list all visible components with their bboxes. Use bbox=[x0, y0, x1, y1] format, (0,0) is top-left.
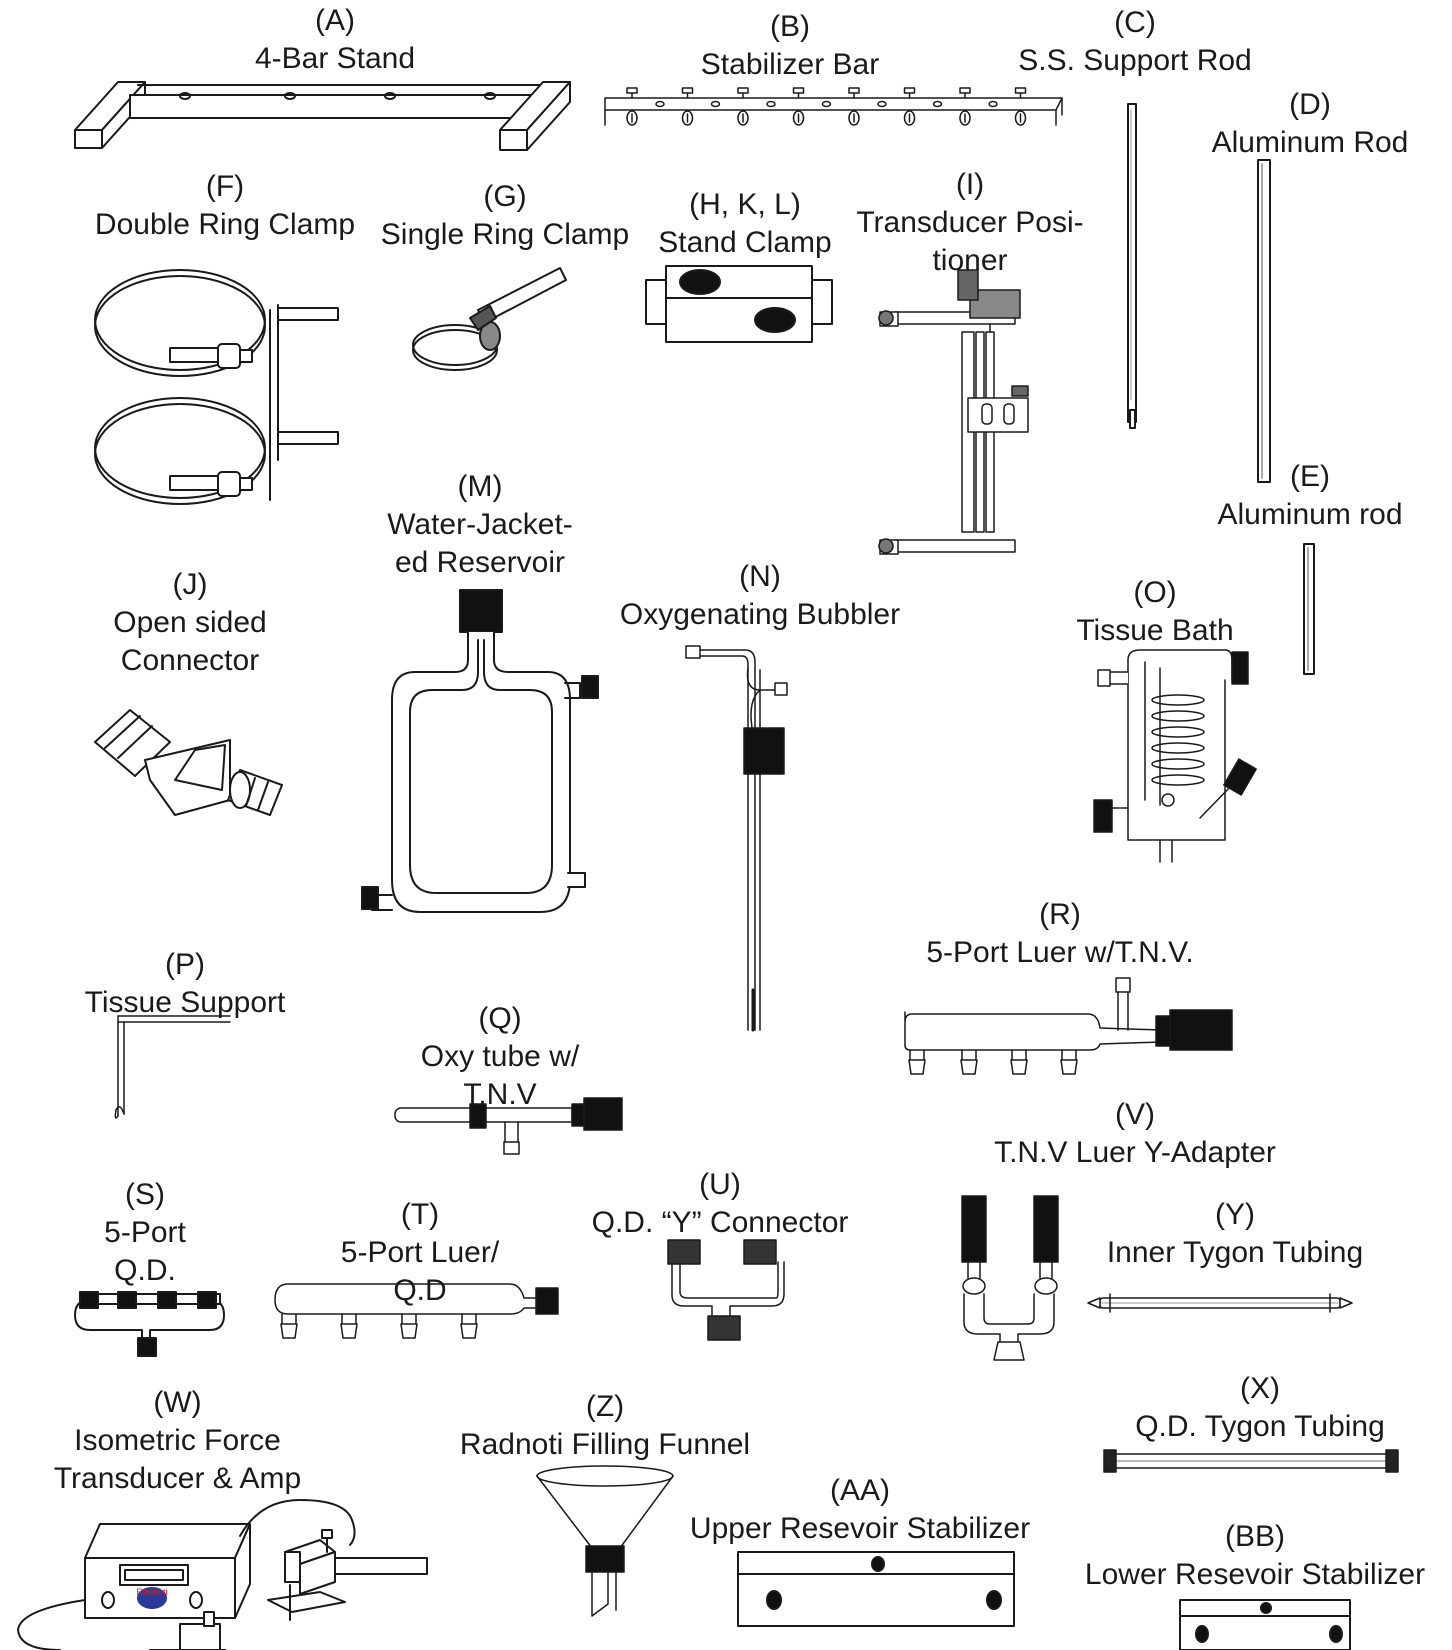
qd-y-connector-illustration bbox=[668, 1240, 784, 1340]
inner-tygon-tubing-illustration bbox=[1088, 1294, 1352, 1312]
label-a: (A)4-Bar Stand bbox=[254, 4, 416, 75]
tissue-support-illustration bbox=[115, 1016, 230, 1118]
qd-tygon-tubing-illustration bbox=[1104, 1450, 1398, 1472]
label-i: (I)Transducer Posi-tioner bbox=[856, 168, 1084, 277]
label-o: (O)Tissue Bath bbox=[1076, 576, 1234, 647]
ss-support-rod-illustration bbox=[1128, 104, 1136, 428]
oxygenating-bubbler-illustration bbox=[686, 646, 787, 1030]
label-e: (E)Aluminum rod bbox=[1217, 460, 1403, 531]
upper-reservoir-stabilizer-illustration bbox=[738, 1552, 1014, 1626]
label-t: (T)5-Port Luer/Q.D bbox=[340, 1198, 500, 1307]
five-port-luer-qd-illustration bbox=[275, 1284, 558, 1338]
five-port-luer-tnv-illustration bbox=[905, 978, 1232, 1074]
stabilizer-bar-illustration bbox=[605, 88, 1062, 125]
radnoti-filling-funnel-illustration bbox=[537, 1466, 673, 1616]
label-aa: (AA)Upper Resevoir Stabilizer bbox=[689, 1474, 1031, 1545]
amp-logo-text: Radnoti bbox=[136, 1587, 168, 1597]
label-z: (Z)Radnoti Filling Funnel bbox=[459, 1390, 751, 1461]
tissue-bath-illustration bbox=[1094, 650, 1256, 862]
label-u: (U)Q.D. “Y” Connector bbox=[591, 1168, 849, 1239]
five-port-qd-illustration bbox=[75, 1292, 224, 1356]
label-n: (N)Oxygenating Bubbler bbox=[619, 560, 901, 631]
label-d: (D)Aluminum Rod bbox=[1211, 88, 1409, 159]
isometric-force-transducer-amp-illustration bbox=[18, 1500, 427, 1650]
single-ring-clamp-illustration bbox=[413, 268, 566, 370]
label-hkl: (H, K, L)Stand Clamp bbox=[658, 188, 832, 259]
stand-clamp-illustration bbox=[646, 266, 832, 342]
label-r: (R)5-Port Luer w/T.N.V. bbox=[926, 898, 1194, 969]
four-bar-stand-illustration bbox=[75, 82, 570, 150]
label-v: (V)T.N.V Luer Y-Adapter bbox=[994, 1098, 1276, 1169]
transducer-positioner-illustration bbox=[879, 270, 1028, 554]
aluminum-rod-d-illustration bbox=[1258, 160, 1270, 482]
open-sided-connector-illustration bbox=[95, 710, 282, 815]
label-p: (P)Tissue Support bbox=[84, 948, 286, 1019]
label-m: (M)Water-Jacket-ed Reservoir bbox=[387, 470, 573, 579]
water-jacketed-reservoir-illustration bbox=[362, 590, 598, 912]
double-ring-clamp-illustration bbox=[95, 270, 338, 504]
tnv-luer-y-adapter-illustration bbox=[962, 1196, 1058, 1360]
oxy-tube-tnv-illustration bbox=[395, 1098, 622, 1154]
label-f: (F)Double Ring Clamp bbox=[94, 170, 356, 241]
label-b: (B)Stabilizer Bar bbox=[700, 10, 880, 81]
lower-reservoir-stabilizer-illustration bbox=[1180, 1600, 1350, 1650]
label-g: (G)Single Ring Clamp bbox=[380, 180, 630, 251]
label-bb: (BB)Lower Resevoir Stabilizer bbox=[1084, 1520, 1426, 1591]
label-x: (X)Q.D. Tygon Tubing bbox=[1135, 1372, 1385, 1443]
label-q: (Q)Oxy tube w/T.N.V bbox=[420, 1002, 580, 1111]
label-c: (C)S.S. Support Rod bbox=[1018, 6, 1252, 77]
label-y: (Y)Inner Tygon Tubing bbox=[1106, 1198, 1364, 1269]
aluminum-rod-e-illustration bbox=[1304, 544, 1314, 674]
